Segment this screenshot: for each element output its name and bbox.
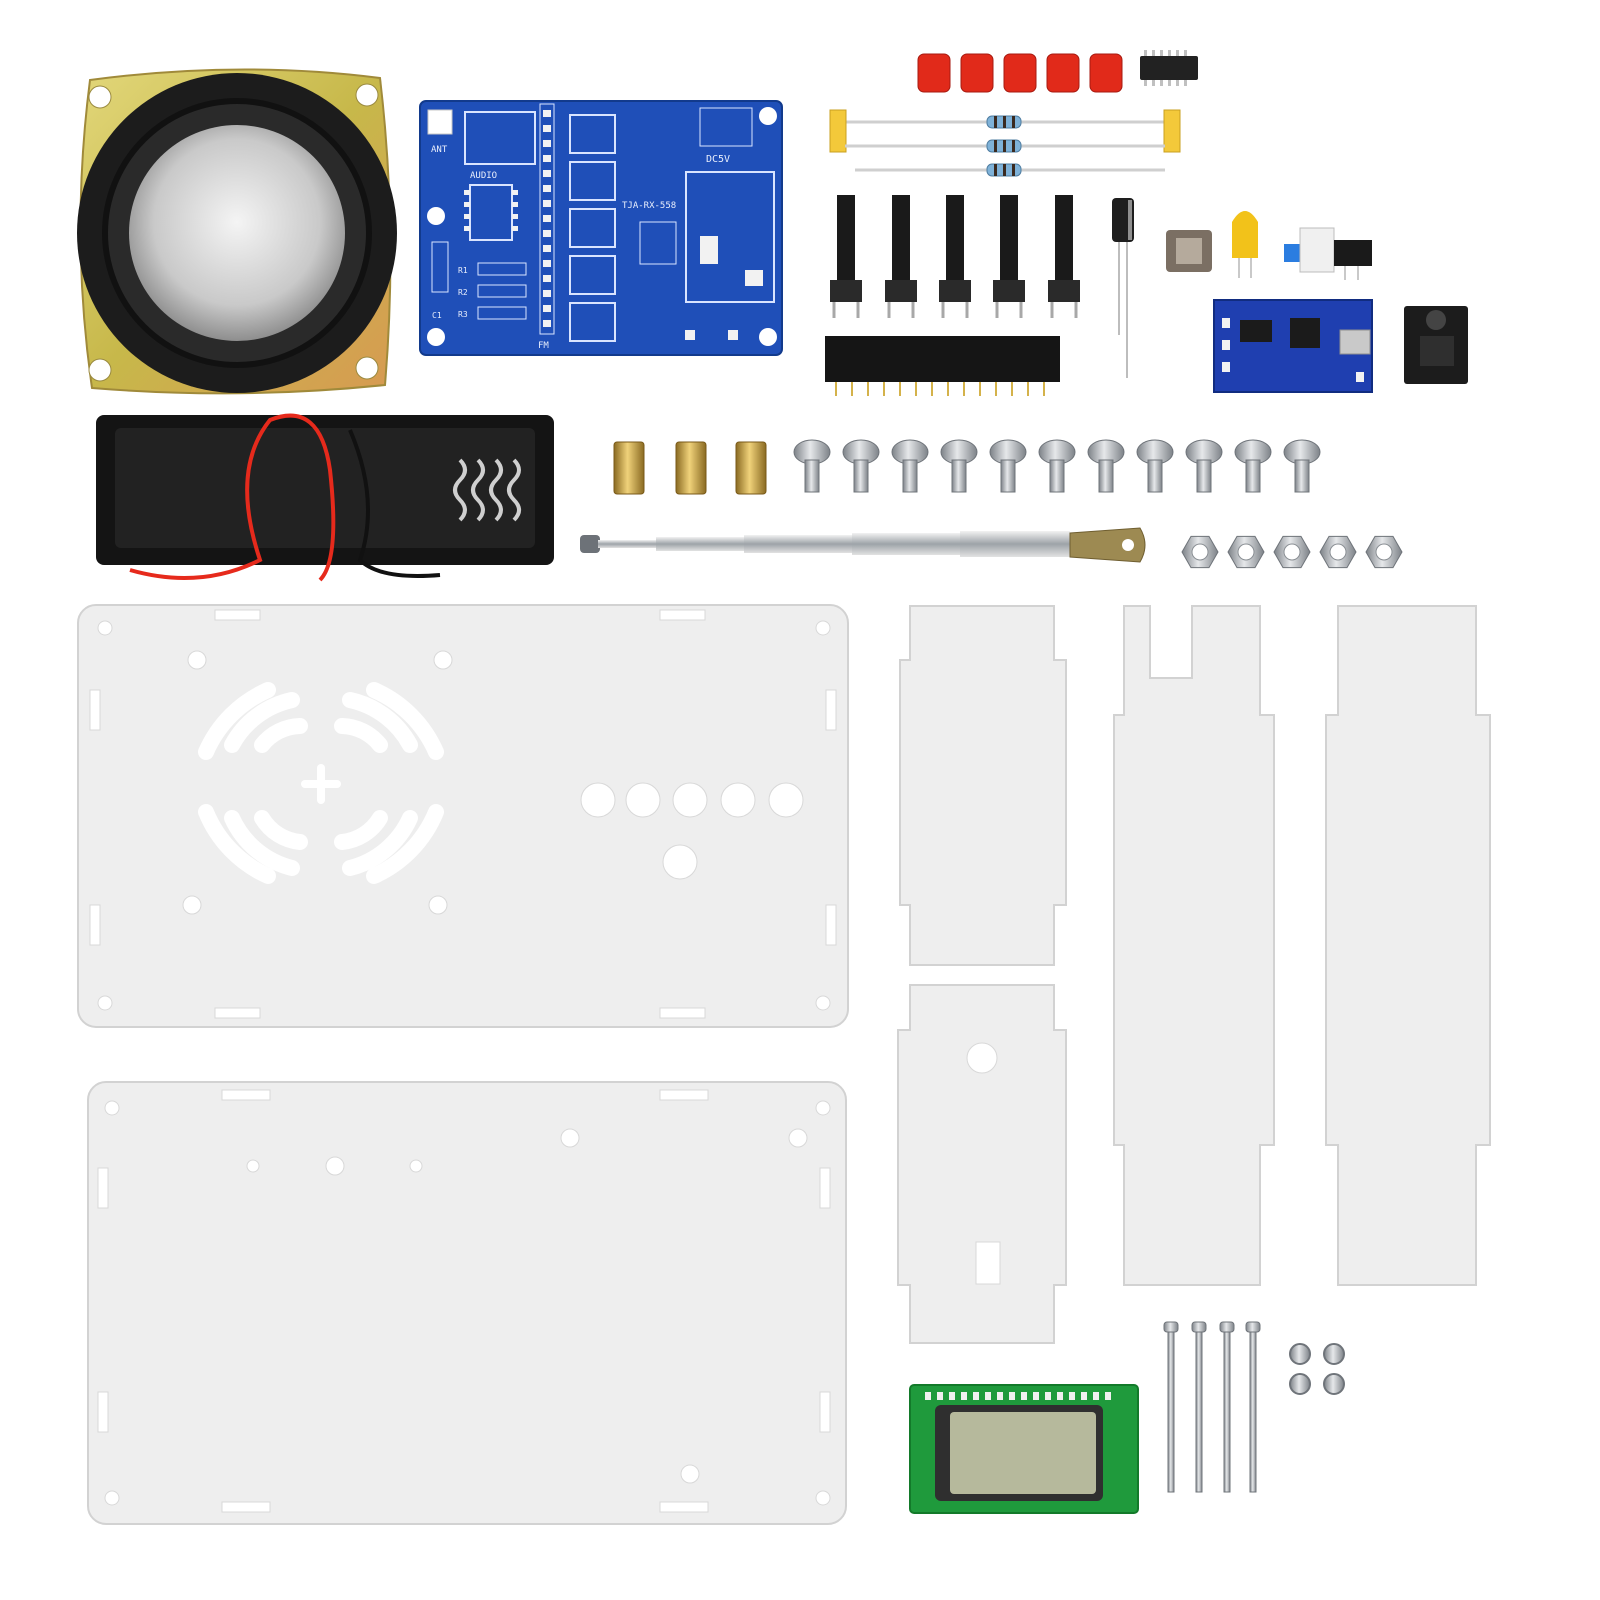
tact-switches (830, 195, 1080, 318)
small-nuts (1289, 1343, 1345, 1395)
acrylic-bottom-panel (87, 1081, 847, 1525)
brass-standoffs (613, 441, 767, 495)
screw (1234, 439, 1272, 493)
hex-nuts (1181, 535, 1403, 569)
hex-nut (1227, 535, 1265, 569)
main-pcb: ANT AUDIO DC5V TJA-RX-558 R1 R2 R3 C1 FM (419, 100, 783, 356)
speaker (77, 68, 397, 395)
silk-ant: ANT (431, 145, 448, 155)
electrolytic-capacitor (1112, 198, 1134, 378)
battery-holder (96, 413, 554, 582)
silk-r1: R1 (458, 266, 468, 275)
screw (1136, 439, 1174, 493)
long-bolts (1163, 1321, 1261, 1493)
charger-module (1213, 299, 1373, 393)
screw (1087, 439, 1125, 493)
resistors (829, 109, 1181, 177)
red-button-caps (917, 53, 1123, 93)
silk-model: TJA-RX-558 (622, 201, 676, 211)
hex-nut (1181, 535, 1219, 569)
screw (891, 439, 929, 493)
hex-nut (1273, 535, 1311, 569)
screws (793, 439, 1321, 493)
acrylic-top-panel (77, 604, 849, 1028)
telescopic-antenna (580, 527, 1146, 563)
silk-r2: R2 (458, 288, 468, 297)
audio-jack (1404, 306, 1468, 384)
small-components (1166, 211, 1372, 280)
silk-fm: FM (538, 341, 549, 351)
female-header-strip (825, 336, 1060, 396)
hex-nut (1319, 535, 1357, 569)
screw (1038, 439, 1076, 493)
lcd-module (909, 1384, 1139, 1514)
side-panel-small-1 (899, 605, 1067, 966)
silk-audio: AUDIO (470, 171, 497, 181)
screw (793, 439, 831, 493)
side-panel-long-1 (1113, 605, 1275, 1286)
screw (842, 439, 880, 493)
side-panel-small-2 (897, 984, 1067, 1344)
silk-dc5v: DC5V (706, 154, 730, 165)
side-panel-long-2 (1325, 605, 1491, 1286)
screw (1283, 439, 1321, 493)
silk-c1: C1 (432, 311, 442, 320)
hex-nut (1365, 535, 1403, 569)
soic-chip (1140, 50, 1198, 86)
silk-r3: R3 (458, 310, 468, 319)
screw (989, 439, 1027, 493)
screw (940, 439, 978, 493)
screw (1185, 439, 1223, 493)
